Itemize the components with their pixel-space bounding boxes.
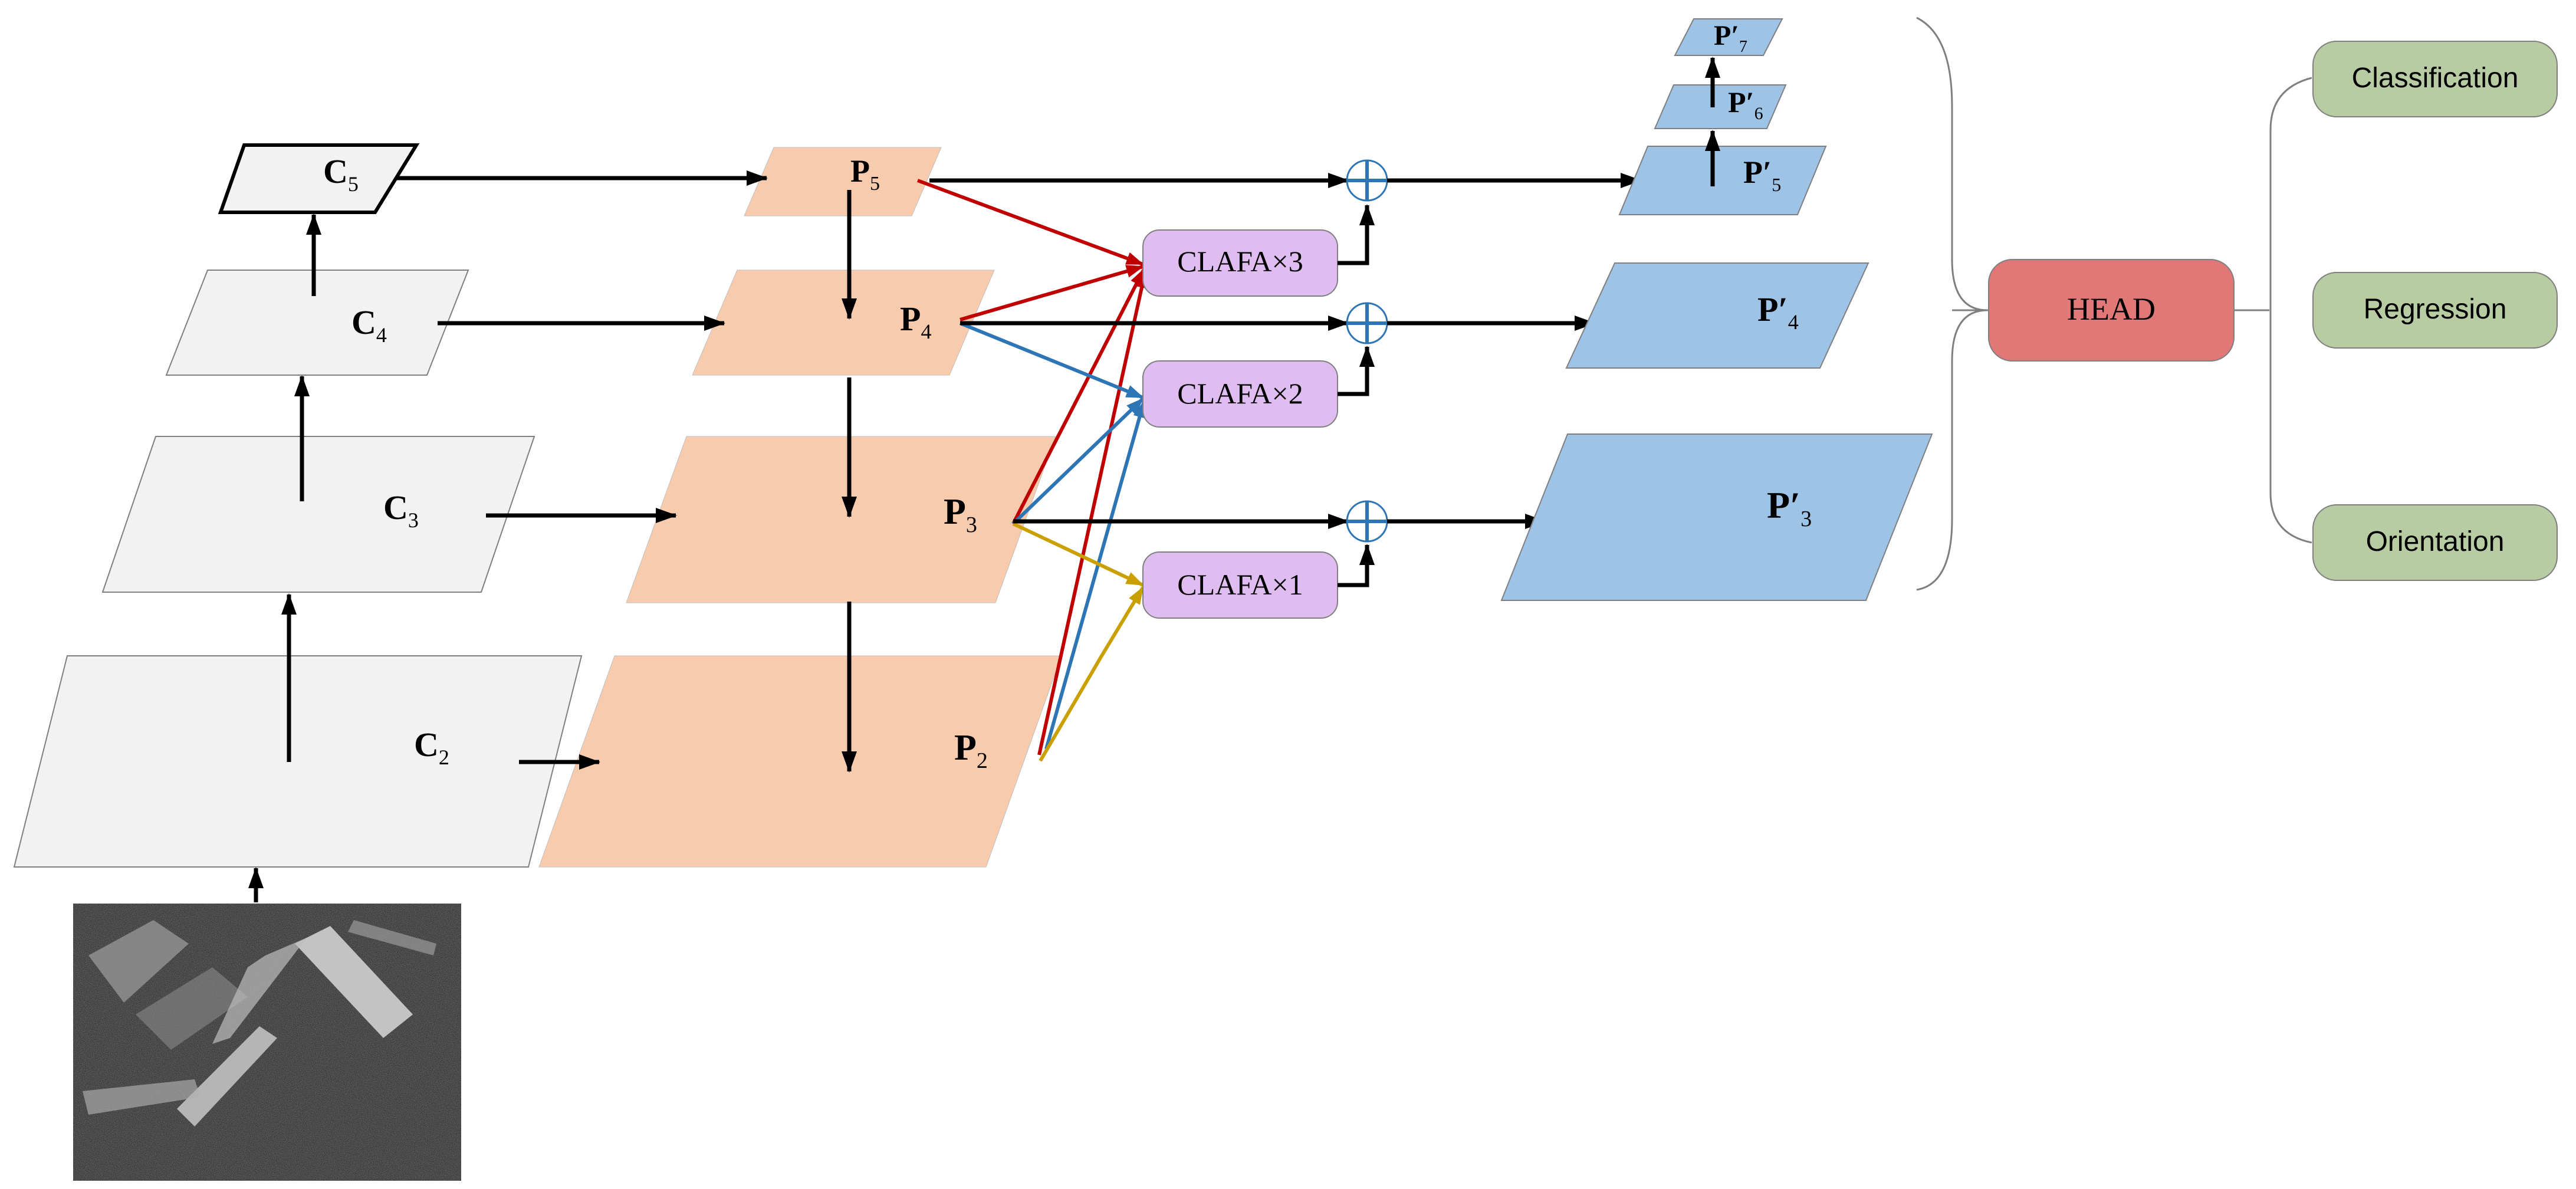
backbone-c3-plane: C3: [101, 436, 535, 593]
clafa-x3-label: CLAFA×3: [1177, 245, 1303, 278]
task-orientation-box: Orientation: [2312, 504, 2558, 581]
task-regression-box: Regression: [2312, 272, 2558, 349]
clafa-x2-label: CLAFA×2: [1177, 377, 1303, 410]
pyramid-p2-plane: P2: [538, 655, 1062, 868]
p4-label: P4: [900, 300, 931, 343]
clafa-x3-box: CLAFA×3: [1142, 229, 1338, 297]
sum-node-top: [1346, 159, 1388, 202]
red-fusion-arrows: [916, 179, 1148, 756]
output-p3-label: P′3: [1767, 484, 1812, 531]
output-brace: [1916, 17, 1988, 591]
lateral-arrows: [396, 170, 768, 770]
sum-node-middle: [1346, 302, 1388, 344]
p3-label: P3: [944, 492, 977, 537]
clafa-x2-box: CLAFA×2: [1142, 360, 1338, 428]
output-p5-plane: P′5: [1618, 146, 1827, 215]
output-p5-label: P′5: [1743, 155, 1781, 195]
output-p7-plane: P′7: [1674, 18, 1783, 56]
task-classification-box: Classification: [2312, 41, 2558, 117]
backbone-c4-plane: C4: [165, 270, 469, 376]
output-p3-plane: P′3: [1500, 433, 1933, 601]
pyramid-p5-plane: P5: [744, 147, 942, 216]
p2-label: P2: [954, 728, 988, 773]
backbone-arrows: [248, 214, 321, 902]
task-regression-label: Regression: [2364, 294, 2507, 325]
backbone-c5-plane: C5: [218, 143, 420, 214]
sum-to-output-arrows: [1387, 173, 1642, 529]
c3-label: C3: [383, 488, 419, 532]
sum-node-bottom: [1346, 500, 1388, 543]
task-bracket: [2234, 77, 2312, 544]
gold-fusion-arrows: [1012, 522, 1145, 762]
output-p6-plane: P′6: [1654, 84, 1787, 129]
blue-fusion-arrows: [959, 321, 1146, 750]
c2-label: C2: [414, 725, 449, 769]
p5-label: P5: [850, 153, 880, 195]
output-p4-plane: P′4: [1565, 262, 1869, 369]
backbone-c2-plane: C2: [13, 655, 583, 868]
clafa-to-sum-arrows: [1338, 204, 1375, 587]
task-orientation-label: Orientation: [2366, 526, 2505, 557]
output-p7-label: P′7: [1714, 20, 1747, 56]
c5-label: C5: [323, 152, 359, 196]
output-p6-label: P′6: [1728, 86, 1763, 123]
input-sar-image: [73, 904, 461, 1181]
head-box: HEAD: [1988, 259, 2235, 362]
task-classification-label: Classification: [2352, 63, 2519, 94]
c4-label: C4: [351, 303, 387, 347]
clafa-x1-label: CLAFA×1: [1177, 568, 1303, 601]
p-to-sum-arrows: [929, 173, 1349, 529]
clafa-x1-box: CLAFA×1: [1142, 551, 1338, 619]
pyramid-p3-plane: P3: [626, 436, 1056, 603]
output-p4-label: P′4: [1757, 290, 1799, 334]
head-label: HEAD: [2067, 291, 2156, 327]
pyramid-p4-plane: P4: [692, 270, 995, 376]
